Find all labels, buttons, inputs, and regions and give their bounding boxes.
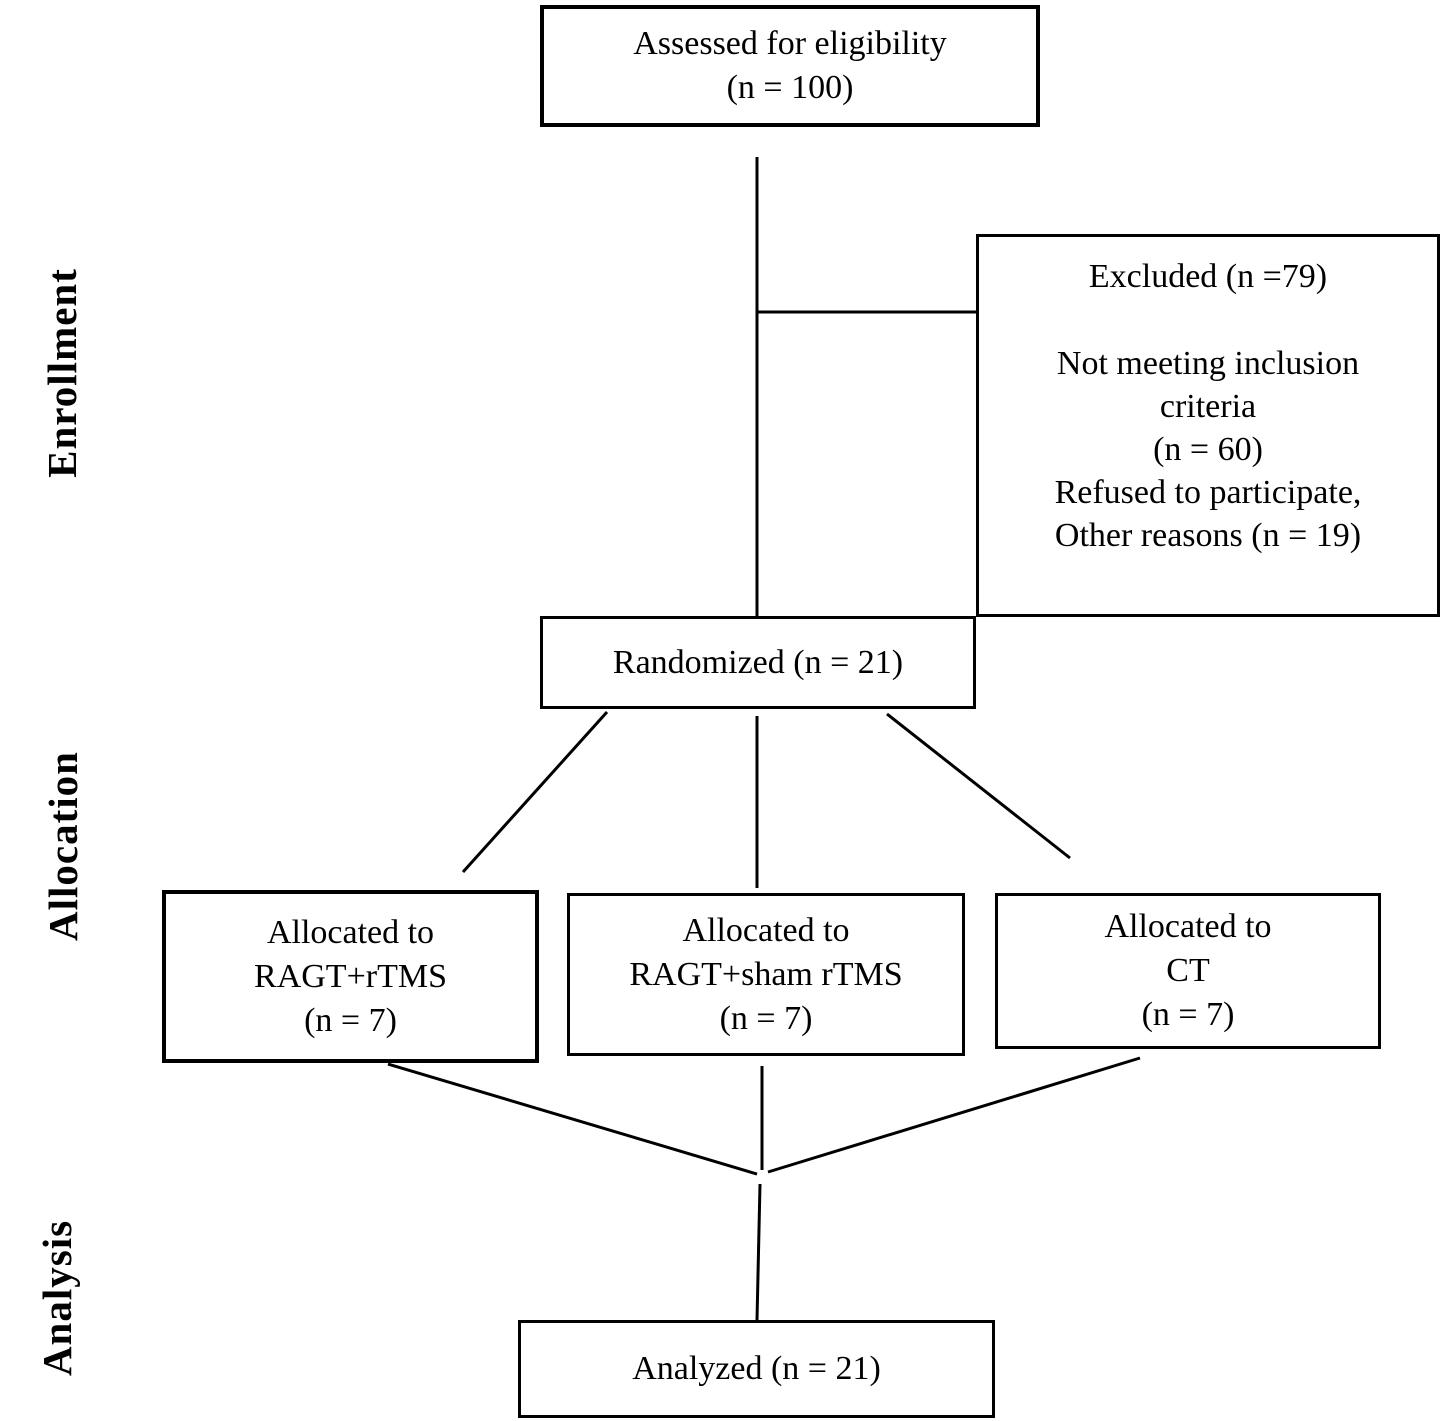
- excluded-reason-line-5: Other reasons (n = 19): [1054, 517, 1362, 554]
- stage-label-allocation: Allocation: [40, 751, 86, 941]
- excluded-title: Excluded (n =79): [1088, 258, 1328, 295]
- excluded-reason-line-1: Not meeting inclusion: [1056, 345, 1360, 382]
- alloc-ct-line-2: CT: [1166, 952, 1210, 989]
- randomized-line-1: Randomized (n = 21): [612, 643, 904, 681]
- connector-randomized-to-alloc-right: [886, 712, 1071, 860]
- alloc-ragt-sham-line-3: (n = 7): [719, 999, 813, 1037]
- assessed-line-2: (n = 100): [726, 69, 854, 106]
- alloc-ragt-sham-line-2: RAGT+sham rTMS: [629, 955, 903, 993]
- alloc-ct-line-1: Allocated to: [1104, 908, 1272, 945]
- alloc-ct-line-3: (n = 7): [1141, 996, 1235, 1033]
- excluded-reason-line-3: (n = 60): [1153, 431, 1263, 468]
- alloc-ragt-rtms-line-3: (n = 7): [304, 1001, 397, 1039]
- analyzed-line-1: Analyzed (n = 21): [632, 1350, 881, 1387]
- allocated-ragt-rtms-box: Allocated to RAGT+rTMS (n = 7): [162, 890, 539, 1063]
- allocated-ragt-sham-rtms-box: Allocated to RAGT+sham rTMS (n = 7): [567, 893, 965, 1056]
- alloc-ragt-sham-line-1: Allocated to: [682, 911, 850, 949]
- connector-alloc-right-to-merge: [767, 1056, 1141, 1174]
- analyzed-box: Analyzed (n = 21): [518, 1320, 995, 1418]
- stage-label-analysis: Analysis: [34, 1219, 80, 1377]
- excluded-box: Excluded (n =79) Not meeting inclusion c…: [976, 234, 1440, 617]
- randomized-box: Randomized (n = 21): [540, 616, 976, 709]
- excluded-reasons: Not meeting inclusion criteria (n = 60) …: [1055, 342, 1362, 557]
- assessed-for-eligibility-box: Assessed for eligibility (n = 100): [540, 5, 1040, 127]
- excluded-reason-line-4: Refused to participate,: [1054, 474, 1362, 511]
- stage-label-enrollment: Enrollment: [39, 268, 85, 478]
- connector-merge-to-analyzed: [755, 1183, 762, 1321]
- alloc-ragt-rtms-line-1: Allocated to: [266, 913, 435, 951]
- connector-randomized-to-alloc-left: [461, 710, 609, 874]
- assessed-line-1: Assessed for eligibility: [633, 25, 947, 62]
- alloc-ragt-rtms-line-2: RAGT+rTMS: [254, 957, 447, 995]
- excluded-reason-line-2: criteria: [1159, 388, 1257, 425]
- allocated-ct-box: Allocated to CT (n = 7): [995, 893, 1381, 1049]
- connector-alloc-left-to-merge: [387, 1062, 758, 1176]
